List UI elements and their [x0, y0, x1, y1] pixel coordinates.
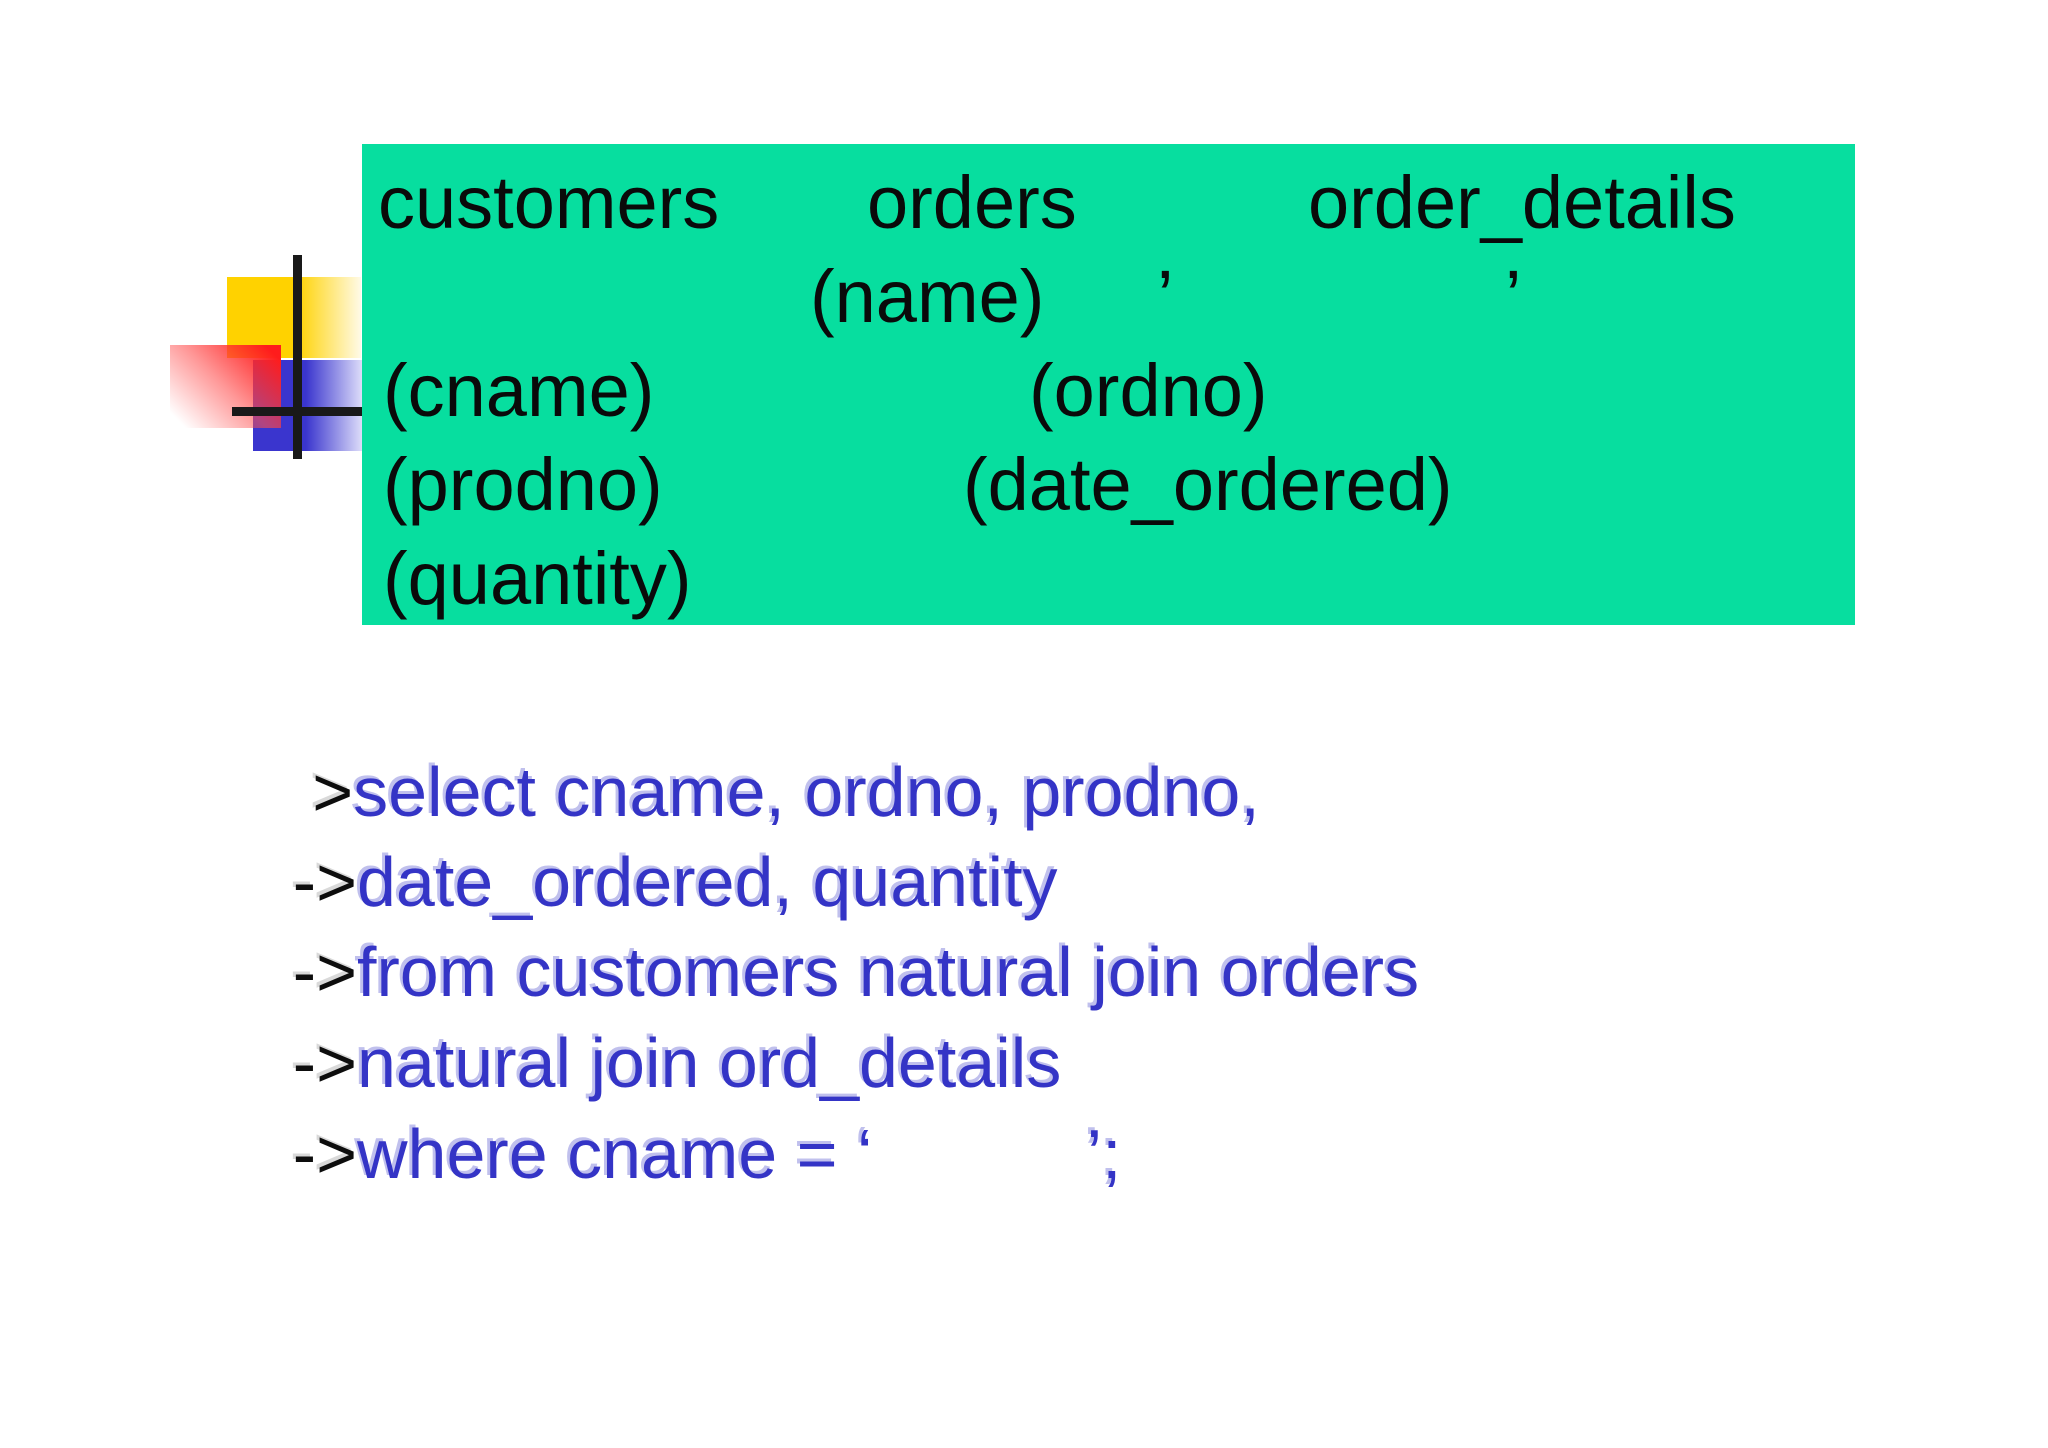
sql-line: ->date_ordered, quantity — [215, 777, 1058, 987]
sql-line: >select cname, ordno, prodno, — [215, 687, 1260, 897]
column-quantity: (quantity) — [383, 537, 692, 620]
crosshair-horizontal-line — [232, 407, 363, 416]
sql-line: ->natural join ord_details — [215, 958, 1062, 1168]
table-name-order-details: order_details — [1308, 161, 1736, 244]
sql-text: natural join ord_details — [357, 1024, 1062, 1102]
table-name-orders: orders — [867, 161, 1077, 244]
quote-mark-left: ’ — [1157, 255, 1174, 338]
table-name-customers: customers — [378, 161, 720, 244]
prompt-arrow: -> — [292, 1024, 357, 1102]
sql-line: ->from customers natural join orders — [215, 867, 1419, 1077]
sql-text: from customers natural join orders — [357, 933, 1420, 1011]
tables-panel: customers orders order_details (name) ’ … — [362, 144, 1855, 625]
sql-line: ->where cname = ‘ ’; — [215, 1049, 1122, 1259]
column-name: (name) — [810, 255, 1045, 338]
column-cname: (cname) — [383, 349, 655, 432]
column-prodno: (prodno) — [383, 443, 663, 526]
sql-text: where cname = ‘ ’; — [357, 1115, 1122, 1193]
column-ordno: (ordno) — [1029, 349, 1268, 432]
prompt-arrow: > — [292, 753, 354, 831]
crosshair-vertical-line — [293, 255, 302, 459]
prompt-arrow: -> — [292, 1115, 357, 1193]
column-date-ordered: (date_ordered) — [963, 443, 1453, 526]
sql-text: date_ordered, quantity — [357, 843, 1058, 921]
sql-text: select cname, ordno, prodno, — [353, 753, 1260, 831]
prompt-arrow: -> — [292, 933, 357, 1011]
prompt-arrow: -> — [292, 843, 357, 921]
quote-mark-right: ’ — [1505, 255, 1522, 338]
